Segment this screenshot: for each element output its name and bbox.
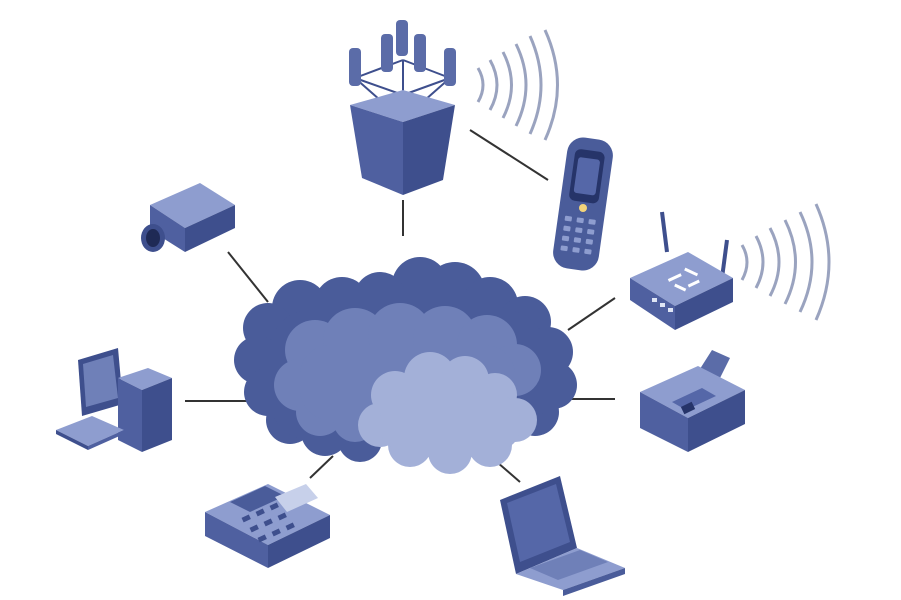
edge-cloud-router <box>567 297 616 331</box>
edge-cloud-deskphone <box>309 455 334 479</box>
laptop-icon <box>500 476 625 596</box>
edge-cloud-camera <box>227 251 269 303</box>
desktop-computer-icon <box>56 348 172 452</box>
edge-tower-phone <box>469 129 549 181</box>
wireless-signal-icon <box>476 29 559 141</box>
desk-phone-icon <box>205 484 330 568</box>
wifi-router-icon <box>630 211 733 330</box>
mobile-phone-icon <box>553 137 613 271</box>
antenna-tower-icon <box>349 20 456 195</box>
wireless-signal-icon <box>740 203 831 321</box>
security-camera-icon <box>141 183 235 252</box>
cloud-icon <box>234 257 577 474</box>
fax-machine-icon <box>640 350 745 452</box>
